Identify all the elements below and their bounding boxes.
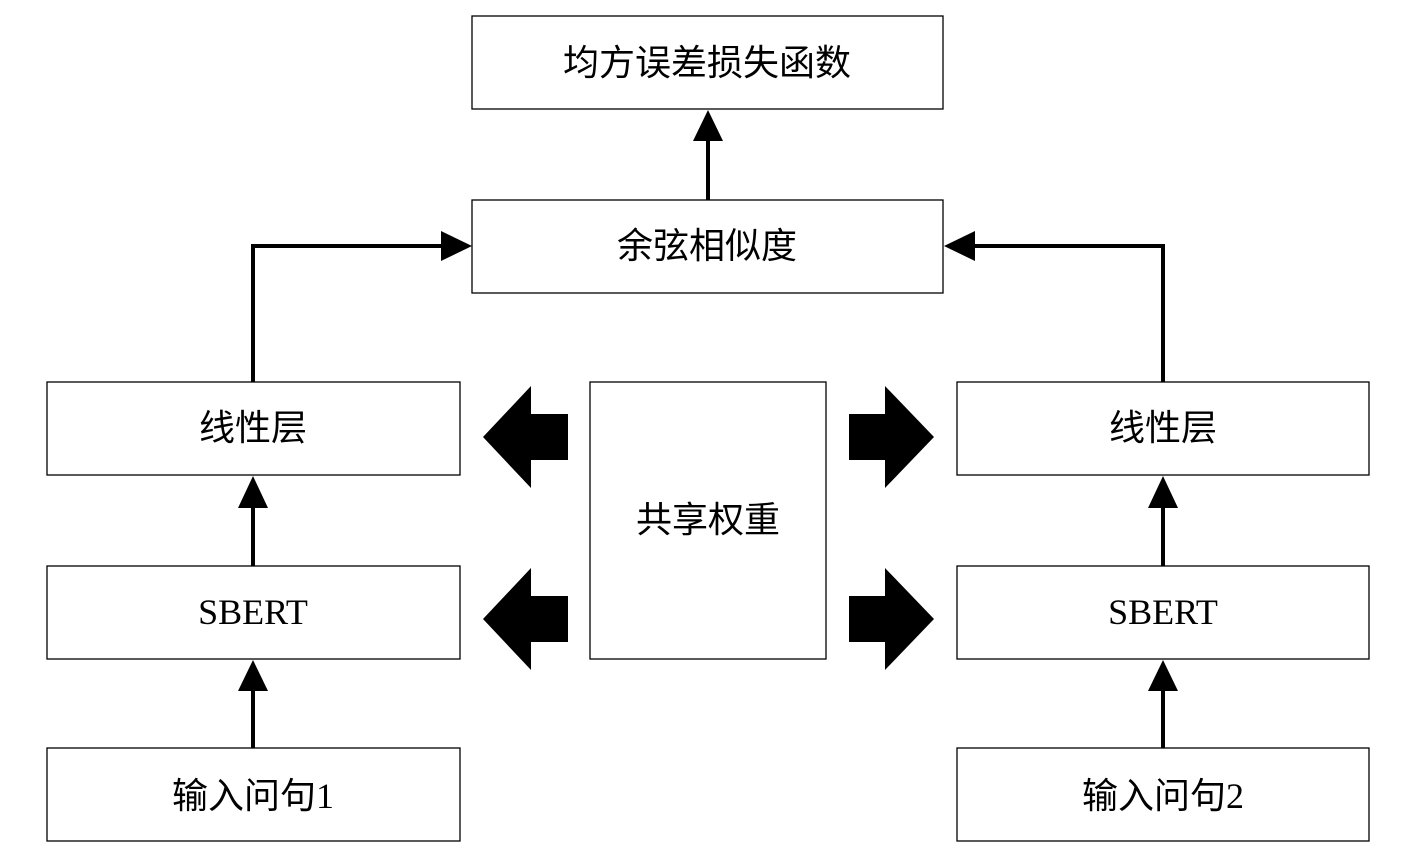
- shared-arrow-left-bottom: [483, 568, 568, 670]
- loss-label: 均方误差损失函数: [563, 43, 851, 83]
- input-right-node: 输入问句2: [956, 747, 1370, 842]
- input-left-label: 输入问句1: [172, 776, 334, 816]
- linear-left-node: 线性层: [46, 381, 461, 476]
- input-right-label: 输入问句2: [1082, 776, 1244, 816]
- cosine-node: 余弦相似度: [471, 199, 944, 294]
- arrow-input2-to-sbert2: [1148, 660, 1178, 748]
- sbert-right-node: SBERT: [956, 565, 1370, 660]
- arrow-cosine-to-loss: [693, 110, 723, 200]
- arrow-linear2-to-cosine: [944, 231, 1165, 382]
- shared-arrow-right-top: [849, 386, 934, 488]
- shared-weights-node: 共享权重: [589, 381, 827, 660]
- arrow-sbert2-to-linear2: [1148, 476, 1178, 566]
- linear-right-node: 线性层: [956, 381, 1370, 476]
- linear-right-label: 线性层: [1109, 408, 1217, 448]
- loss-node: 均方误差损失函数: [471, 15, 944, 110]
- shared-weights-label: 共享权重: [636, 500, 780, 540]
- sbert-right-label: SBERT: [1108, 592, 1218, 632]
- shared-arrow-left-top: [483, 386, 568, 488]
- shared-arrow-right-bottom: [849, 568, 934, 670]
- linear-left-label: 线性层: [199, 408, 307, 448]
- arrow-input1-to-sbert1: [238, 660, 268, 748]
- sbert-left-node: SBERT: [46, 565, 461, 660]
- sbert-left-label: SBERT: [198, 592, 308, 632]
- cosine-label: 余弦相似度: [617, 226, 797, 266]
- arrow-linear1-to-cosine: [251, 231, 472, 382]
- input-left-node: 输入问句1: [46, 747, 461, 842]
- arrow-sbert1-to-linear1: [238, 476, 268, 566]
